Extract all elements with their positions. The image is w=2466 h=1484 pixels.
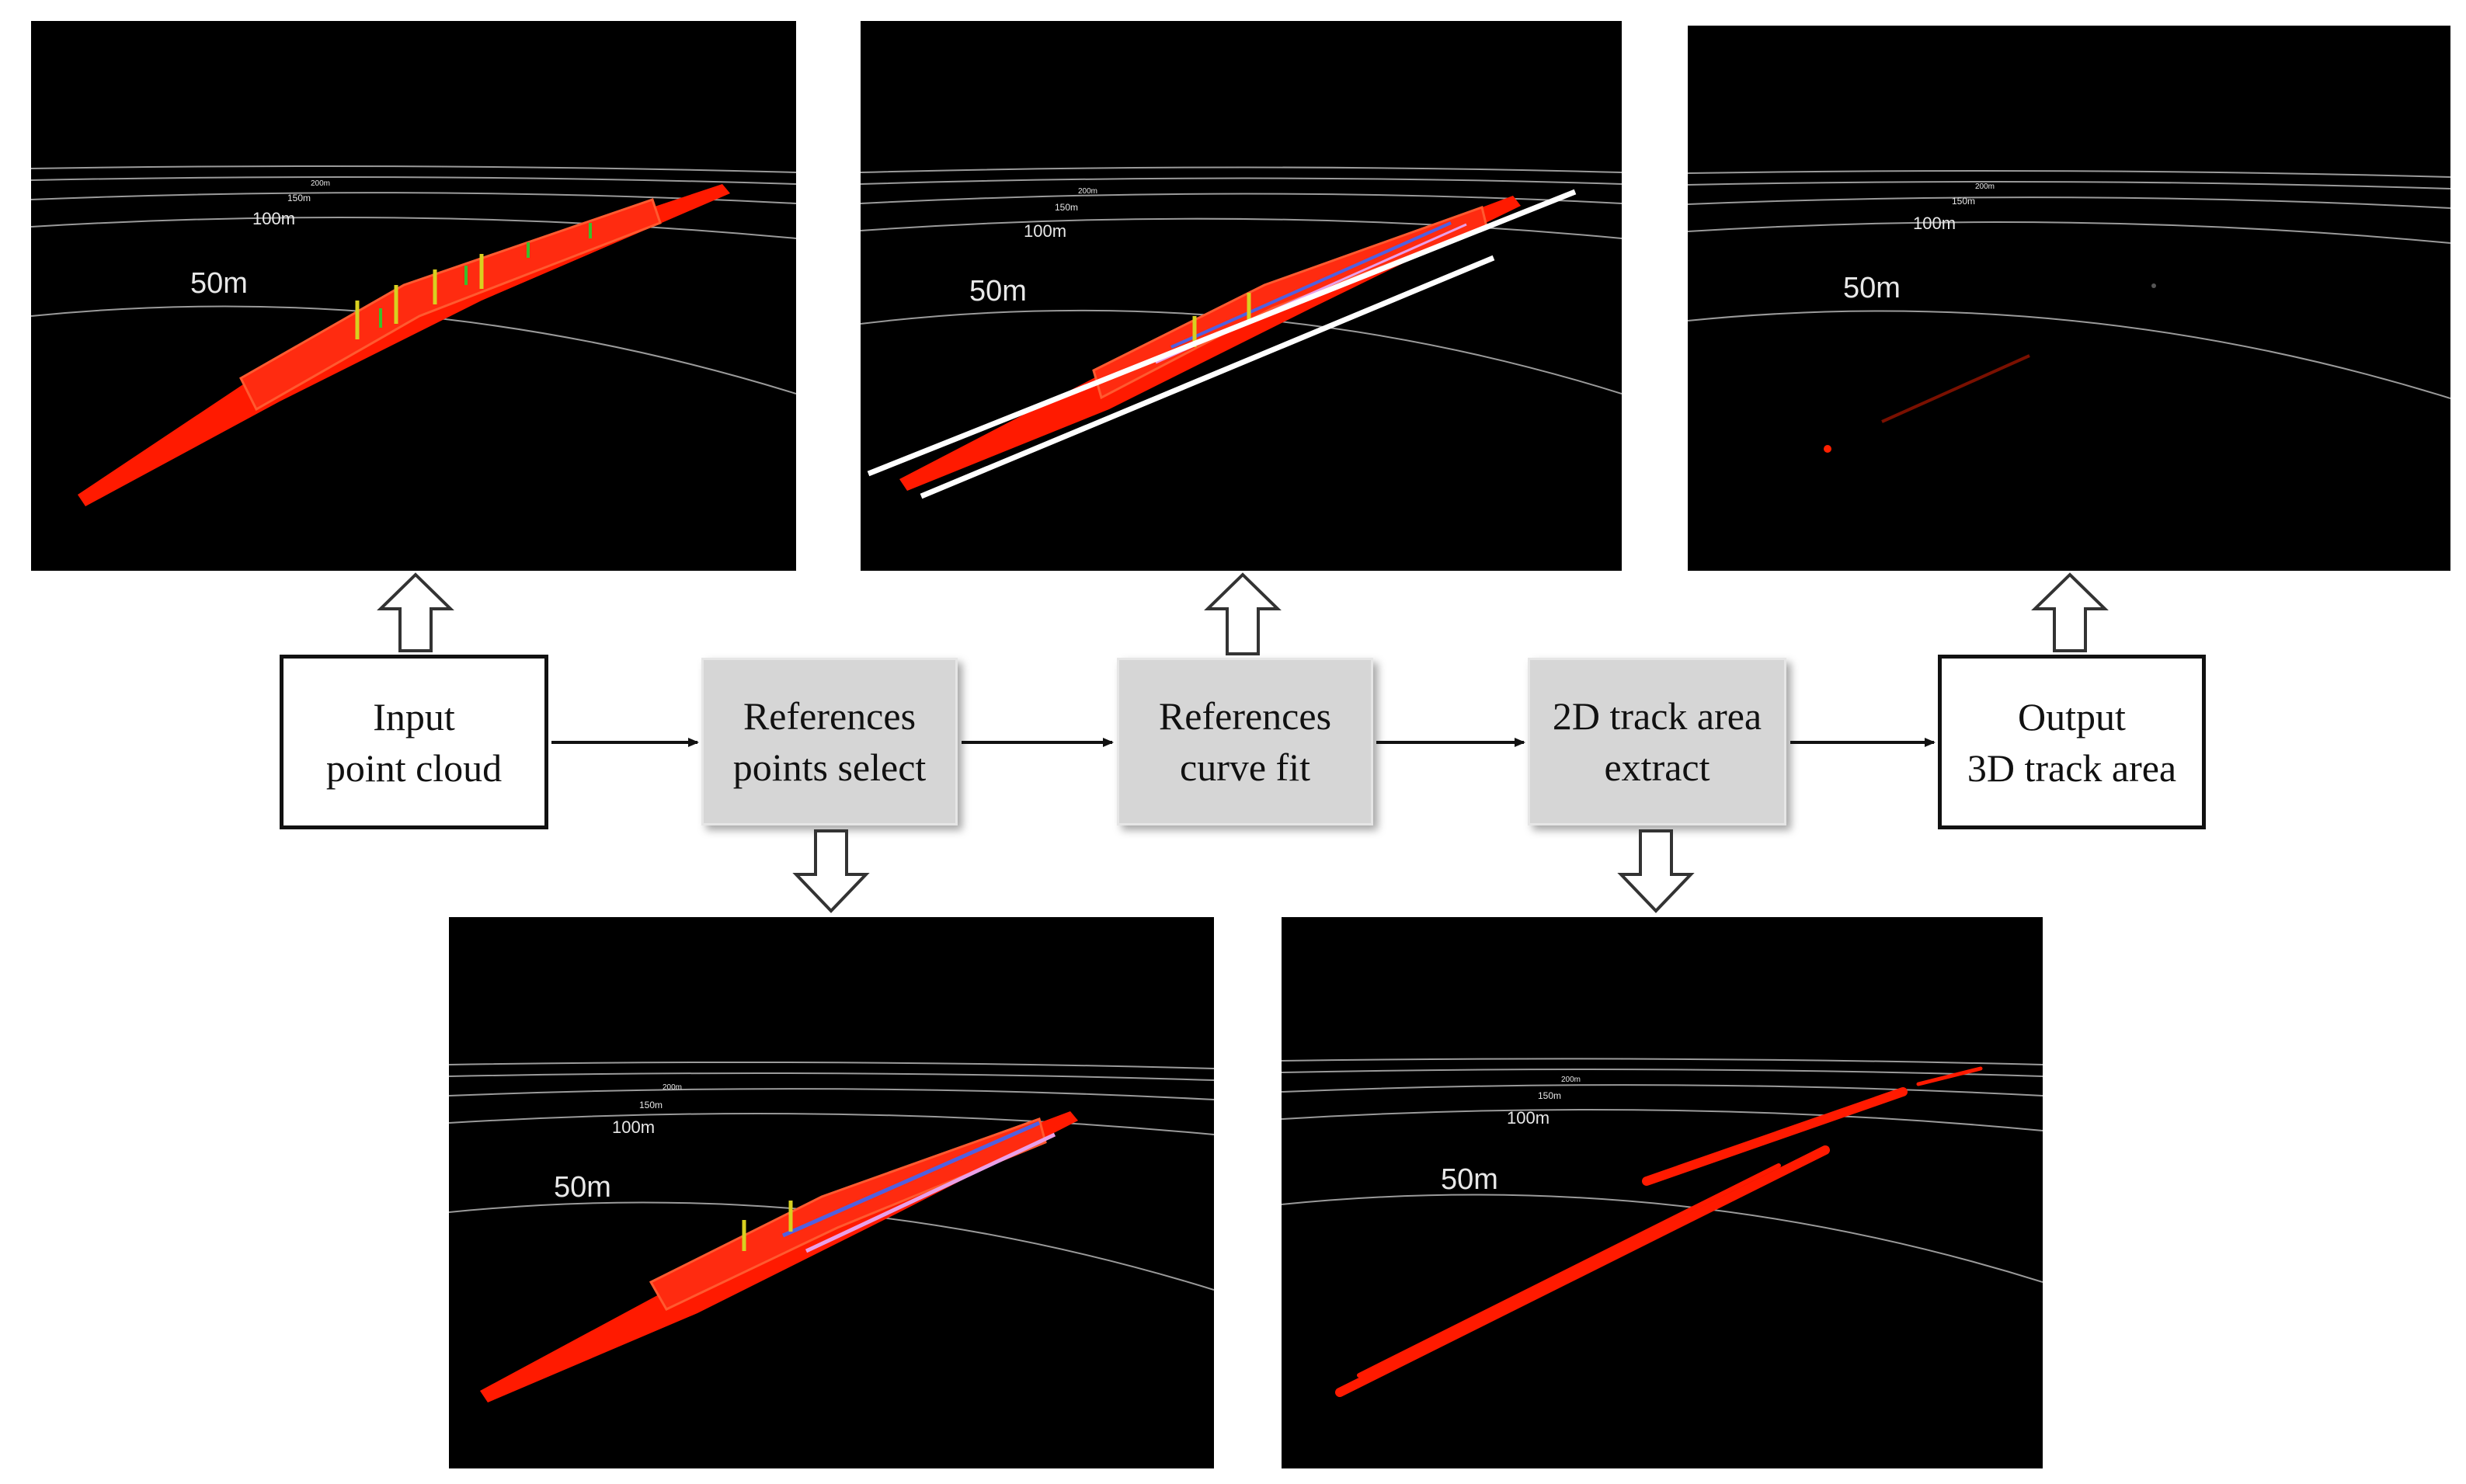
ref-points-cloud-view: 50m 100m 150m 200m xyxy=(449,1061,1214,1402)
range-label-100m: 100m xyxy=(1507,1108,1550,1128)
output-cloud-panel: 50m 100m 150m 200m xyxy=(1688,26,2450,571)
step-label-line1: References xyxy=(1158,694,1332,738)
2d-track-area-extract-box: 2D track area extract xyxy=(1528,658,1786,825)
step-label-line1: Output xyxy=(2018,694,2126,739)
range-label-50m: 50m xyxy=(554,1171,611,1204)
block-arrow-up-output xyxy=(2031,572,2109,652)
step-label-line2: curve fit xyxy=(1180,745,1310,789)
references-points-select-box: References points select xyxy=(701,658,958,825)
step-label-line1: 2D track area xyxy=(1552,694,1762,738)
block-arrow-up-input xyxy=(377,572,454,652)
references-curve-fit-box: References curve fit xyxy=(1117,658,1373,825)
range-label-50m: 50m xyxy=(190,267,248,300)
range-label-150m: 150m xyxy=(1538,1090,1561,1101)
step-label-line2: 3D track area xyxy=(1967,745,2177,790)
range-label-150m: 150m xyxy=(1952,196,1975,207)
range-label-150m: 150m xyxy=(639,1100,663,1110)
ref-curve-cloud-view: 50m 100m 150m 200m xyxy=(861,166,1622,499)
input-cloud-view: 50m 100m 150m 200m xyxy=(31,165,796,506)
block-arrow-down-2d-track xyxy=(1617,829,1695,913)
output-3d-track-area-box: Output 3D track area xyxy=(1938,655,2206,829)
track-2d-cloud-view: 50m 100m 150m 200m xyxy=(1282,1058,2043,1397)
step-label-line1: Input xyxy=(373,694,455,739)
point-cloud-train xyxy=(78,184,730,506)
range-label-100m: 100m xyxy=(1024,221,1066,241)
ref-points-cloud-panel: 50m 100m 150m 200m xyxy=(449,917,1214,1468)
point-cloud-track-area xyxy=(1824,283,2156,453)
point-cloud-train xyxy=(480,1111,1078,1402)
range-label-200m: 200m xyxy=(1975,182,1995,191)
range-label-200m: 200m xyxy=(1078,187,1097,196)
point-cloud-track-lines xyxy=(1335,1066,1983,1397)
track-2d-cloud-panel: 50m 100m 150m 200m xyxy=(1282,917,2043,1468)
range-label-200m: 200m xyxy=(1561,1076,1581,1084)
range-label-200m: 200m xyxy=(663,1083,682,1092)
input-cloud-panel: 50m 100m 150m 200m xyxy=(31,21,796,571)
range-label-150m: 150m xyxy=(287,193,311,203)
step-label-line2: point cloud xyxy=(325,745,503,790)
ref-curve-cloud-panel: 50m 100m 150m 200m xyxy=(861,21,1622,571)
block-arrow-up-curve-fit xyxy=(1204,572,1282,655)
range-label-50m: 50m xyxy=(1441,1163,1498,1196)
range-label-100m: 100m xyxy=(612,1117,655,1137)
range-label-100m: 100m xyxy=(252,209,295,228)
range-label-150m: 150m xyxy=(1055,202,1078,213)
block-arrow-down-ref-points xyxy=(792,829,870,913)
input-point-cloud-box: Input point cloud xyxy=(280,655,548,829)
fitted-reference-curves xyxy=(867,189,1577,499)
step-label-line2: extract xyxy=(1604,745,1710,789)
range-label-100m: 100m xyxy=(1913,214,1956,233)
range-label-50m: 50m xyxy=(1843,272,1901,304)
step-label-line2: points select xyxy=(732,745,927,789)
output-cloud-view: 50m 100m 150m 200m xyxy=(1688,169,2450,453)
range-label-50m: 50m xyxy=(969,275,1027,308)
range-label-200m: 200m xyxy=(311,179,330,188)
point-cloud-train xyxy=(899,196,1521,491)
step-label-line1: References xyxy=(743,694,916,738)
